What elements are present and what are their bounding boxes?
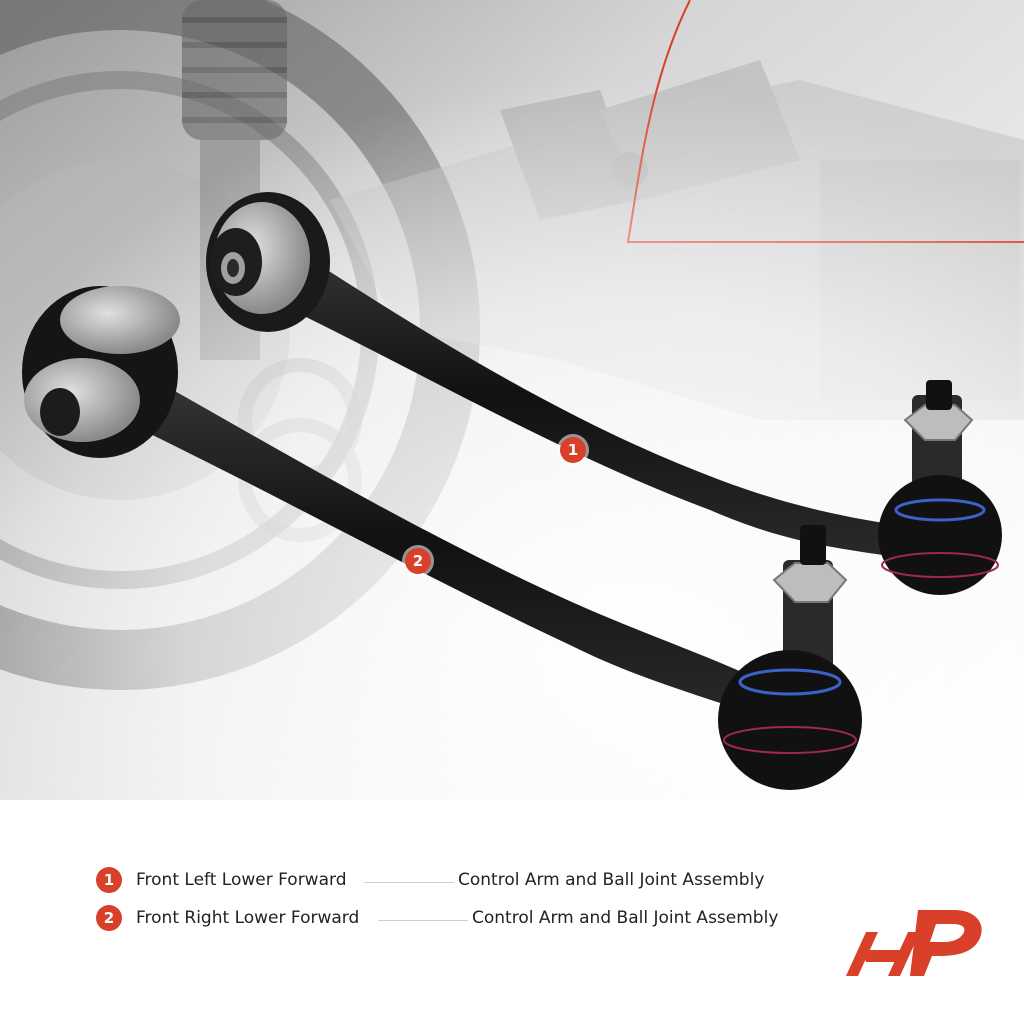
legend-part-2: Control Arm and Ball Joint Assembly [472,908,779,928]
legend-number-1: 1 [96,867,122,893]
callout-marker-1: 1 [560,437,586,463]
suspension-scene [0,0,1024,800]
product-hero-image: 1 2 [0,0,1024,800]
legend-row-1: 1 Front Left Lower Forward Control Arm a… [96,865,856,895]
legend-divider-1 [364,882,454,883]
control-arm-2 [22,286,862,790]
legend-part-1: Control Arm and Ball Joint Assembly [458,870,765,890]
brand-logo [846,910,982,976]
legend-divider-2 [378,920,468,921]
legend-row-2: 2 Front Right Lower Forward Control Arm … [96,903,856,933]
control-arm-1 [206,192,1002,595]
legend-number-2: 2 [96,905,122,931]
callout-marker-2: 2 [405,548,431,574]
legend-position-1: Front Left Lower Forward [136,870,347,890]
legend-position-2: Front Right Lower Forward [136,908,360,928]
